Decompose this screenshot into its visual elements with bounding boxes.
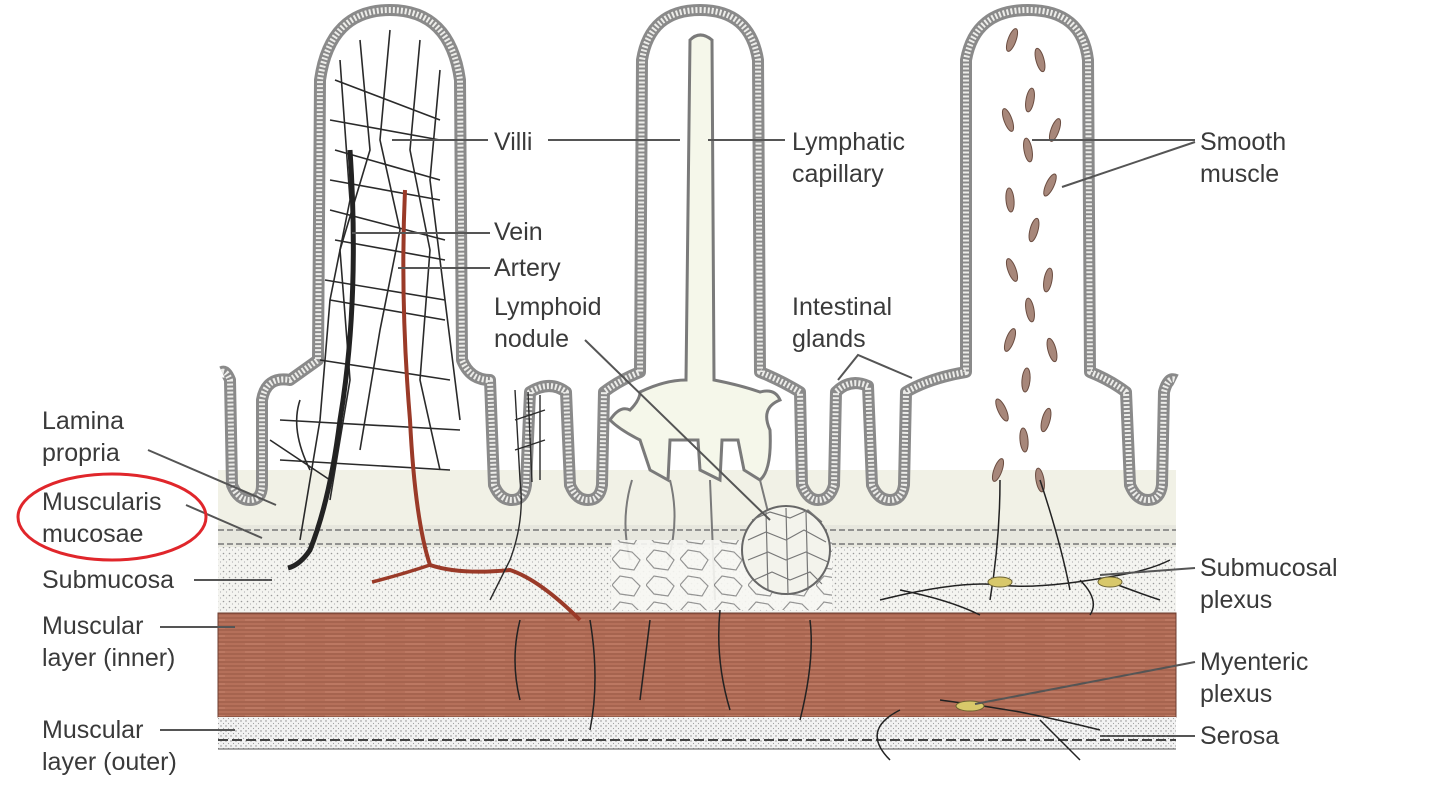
label-muscular-outer-line2: layer (outer) [42, 748, 177, 776]
leader-lines [147, 139, 1196, 737]
label-myenteric-plexus-line2: plexus [1200, 680, 1273, 708]
label-submucosal-plexus-line2: plexus [1200, 586, 1273, 614]
label-serosa: Serosa [1200, 722, 1280, 750]
label-artery: Artery [494, 254, 561, 282]
label-lymphatic-capillary-line2: capillary [792, 160, 884, 188]
label-submucosa: Submucosa [42, 566, 175, 594]
label-lymphatic-capillary: Lymphatic capillary [792, 126, 905, 190]
label-myenteric-plexus-line1: Myenteric [1200, 648, 1309, 676]
label-submucosal-plexus: Submucosal plexus [1200, 552, 1338, 616]
label-smooth-muscle-line1: Smooth [1200, 128, 1287, 156]
label-intestinal-glands: Intestinal glands [792, 291, 892, 355]
label-lymphoid-nodule-line2: nodule [494, 325, 570, 353]
muscular-inner-band [218, 613, 1176, 717]
muscular-outer-band [218, 717, 1176, 749]
label-lymphoid-nodule-line1: Lymphoid [494, 293, 602, 321]
label-intestinal-glands-line1: Intestinal [792, 293, 893, 321]
smooth-muscle-cells [991, 28, 1062, 493]
label-muscular-outer-line1: Muscular [42, 716, 144, 744]
label-submucosal-plexus-line1: Submucosal [1200, 554, 1338, 582]
label-muscularis-mucosae-line1: Muscularis [42, 488, 162, 516]
label-smooth-muscle-line2: muscle [1200, 160, 1280, 188]
label-muscular-inner: Muscular layer (inner) [42, 610, 175, 674]
label-muscular-outer: Muscular layer (outer) [42, 714, 177, 778]
vein-vessel [287, 149, 356, 571]
label-intestinal-glands-line2: glands [792, 325, 866, 353]
highlight-circle [16, 472, 208, 562]
label-lamina-propria-line1: Lamina [42, 407, 124, 435]
label-muscularis-mucosae: Muscularis mucosae [42, 486, 161, 550]
capillary-network [269, 29, 461, 541]
label-lamina-propria-line2: propria [42, 439, 120, 467]
label-muscularis-mucosae-line2: mucosae [42, 520, 144, 548]
label-lymphatic-capillary-line1: Lymphatic [792, 128, 906, 156]
label-lymphoid-nodule: Lymphoid nodule [494, 291, 601, 355]
label-lamina-propria: Lamina propria [42, 405, 124, 469]
nerve-fibers [514, 479, 1171, 761]
label-vein: Vein [494, 218, 543, 246]
label-villi: Villi [494, 128, 533, 156]
mucosa-surface-outline [219, 4, 1179, 506]
label-myenteric-plexus: Myenteric plexus [1200, 646, 1308, 710]
label-muscular-inner-line2: layer (inner) [42, 644, 176, 672]
label-muscular-inner-line1: Muscular [42, 612, 144, 640]
label-smooth-muscle: Smooth muscle [1200, 126, 1286, 190]
artery-vessel [401, 189, 582, 622]
